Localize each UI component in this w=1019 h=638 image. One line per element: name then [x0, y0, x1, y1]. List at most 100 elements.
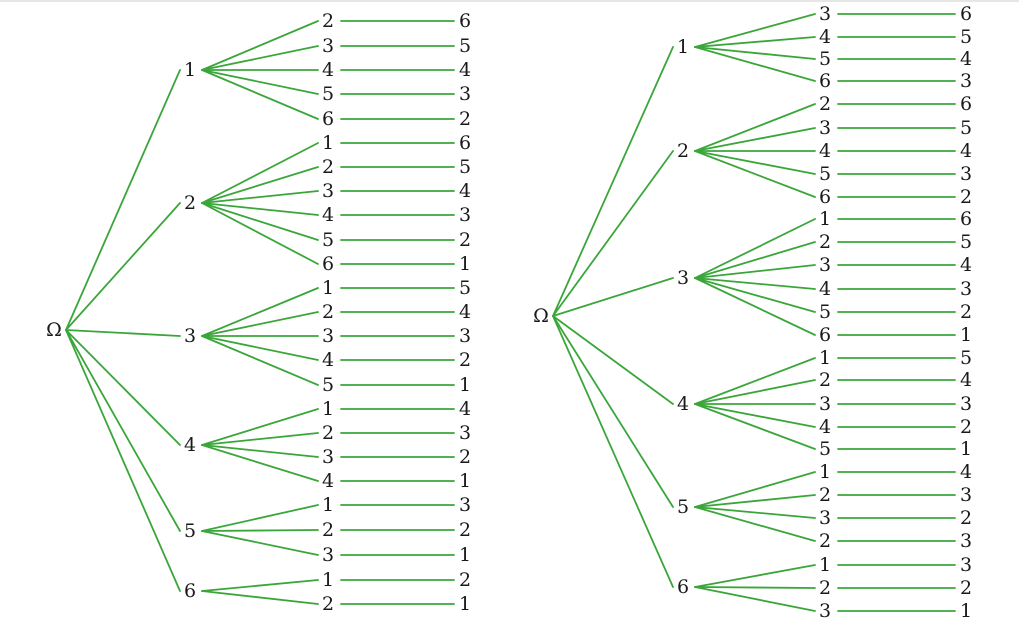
final-node: 1 [960, 600, 972, 622]
final-node: 3 [459, 494, 471, 516]
branch-edge [201, 45, 319, 71]
branch-edge [694, 13, 816, 48]
leaf-node: 2 [322, 422, 334, 444]
branch-edge [694, 150, 816, 175]
final-node: 3 [459, 204, 471, 226]
leaf-node: 4 [322, 470, 334, 492]
branch-edge [694, 150, 816, 198]
leaf-node: 1 [322, 494, 334, 516]
final-node: 4 [960, 369, 972, 391]
branch-node: 2 [677, 140, 689, 162]
branch-edge [694, 277, 816, 313]
leaf-node: 5 [819, 48, 831, 70]
leaf-node: 1 [819, 208, 831, 230]
branch-edge [201, 190, 319, 204]
final-node: 3 [459, 422, 471, 444]
leaf-node: 1 [819, 461, 831, 483]
leaf-node: 5 [819, 438, 831, 460]
leaf-node: 6 [819, 70, 831, 92]
final-node: 4 [459, 59, 471, 81]
branch-edge [694, 103, 816, 152]
final-node: 4 [459, 301, 471, 323]
branch-node: 2 [184, 192, 196, 214]
final-node: 6 [960, 208, 972, 230]
leaf-node: 2 [322, 156, 334, 178]
root-edge [65, 329, 181, 337]
final-node: 5 [960, 26, 972, 48]
branch-edge [201, 69, 319, 95]
final-node: 5 [459, 156, 471, 178]
leaf-node: 4 [819, 140, 831, 162]
leaf-node: 1 [322, 132, 334, 154]
branch-node: 4 [677, 393, 689, 415]
leaf-node: 4 [819, 278, 831, 300]
leaf-node: 2 [819, 530, 831, 552]
leaf-node: 3 [322, 446, 334, 468]
final-node: 6 [459, 132, 471, 154]
leaf-node: 6 [819, 324, 831, 346]
leaf-node: 2 [819, 484, 831, 506]
final-node: 5 [960, 231, 972, 253]
final-node: 1 [459, 593, 471, 615]
leaf-node: 3 [819, 3, 831, 25]
branch-node: 5 [677, 496, 689, 518]
final-node: 1 [459, 470, 471, 492]
final-node: 1 [459, 253, 471, 275]
leaf-node: 3 [819, 393, 831, 415]
branch-edge [694, 46, 816, 60]
final-node: 6 [459, 10, 471, 32]
leaf-node: 3 [322, 35, 334, 57]
final-node: 5 [960, 347, 972, 369]
branch-edge [201, 311, 319, 337]
root-edge [65, 329, 181, 592]
branch-edge [694, 494, 816, 508]
final-node: 3 [960, 278, 972, 300]
final-node: 4 [960, 254, 972, 276]
leaf-node: 3 [322, 325, 334, 347]
branch-edge [201, 579, 319, 592]
leaf-node: 3 [819, 254, 831, 276]
final-node: 1 [960, 324, 972, 346]
final-node: 4 [459, 180, 471, 202]
branch-edge [694, 46, 816, 82]
leaf-node: 4 [322, 204, 334, 226]
branch-edge [201, 202, 319, 216]
leaf-node: 2 [322, 593, 334, 615]
root-edge [65, 329, 181, 532]
final-node: 2 [459, 446, 471, 468]
branch-edge [201, 335, 319, 386]
root-edge [552, 315, 674, 508]
leaf-node: 1 [322, 398, 334, 420]
branch-edge [694, 379, 816, 405]
root-omega: Ω [533, 305, 549, 327]
leaf-node: 2 [322, 519, 334, 541]
final-node: 3 [960, 530, 972, 552]
final-node: 4 [459, 398, 471, 420]
branch-edge [694, 277, 816, 290]
branch-node: 1 [677, 36, 689, 58]
final-node: 1 [459, 544, 471, 566]
final-node: 3 [960, 554, 972, 576]
branch-edge [694, 506, 816, 519]
final-node: 1 [459, 374, 471, 396]
branch-node: 4 [184, 434, 196, 456]
branch-edge [694, 471, 816, 508]
branch-edge [201, 202, 319, 241]
final-node: 3 [960, 484, 972, 506]
final-node: 2 [459, 229, 471, 251]
root-edge [552, 315, 674, 405]
leaf-node: 2 [322, 301, 334, 323]
leaf-node: 5 [322, 229, 334, 251]
root-edge [552, 150, 674, 317]
leaf-node: 6 [819, 186, 831, 208]
leaf-node: 3 [322, 180, 334, 202]
leaf-node: 4 [819, 416, 831, 438]
root-edge [552, 46, 674, 317]
branch-edge [694, 264, 816, 279]
final-node: 2 [459, 519, 471, 541]
leaf-node: 2 [819, 93, 831, 115]
root-edge [65, 202, 181, 331]
branch-edge [694, 241, 816, 279]
branch-edge [201, 529, 319, 532]
branch-edge [694, 586, 816, 589]
